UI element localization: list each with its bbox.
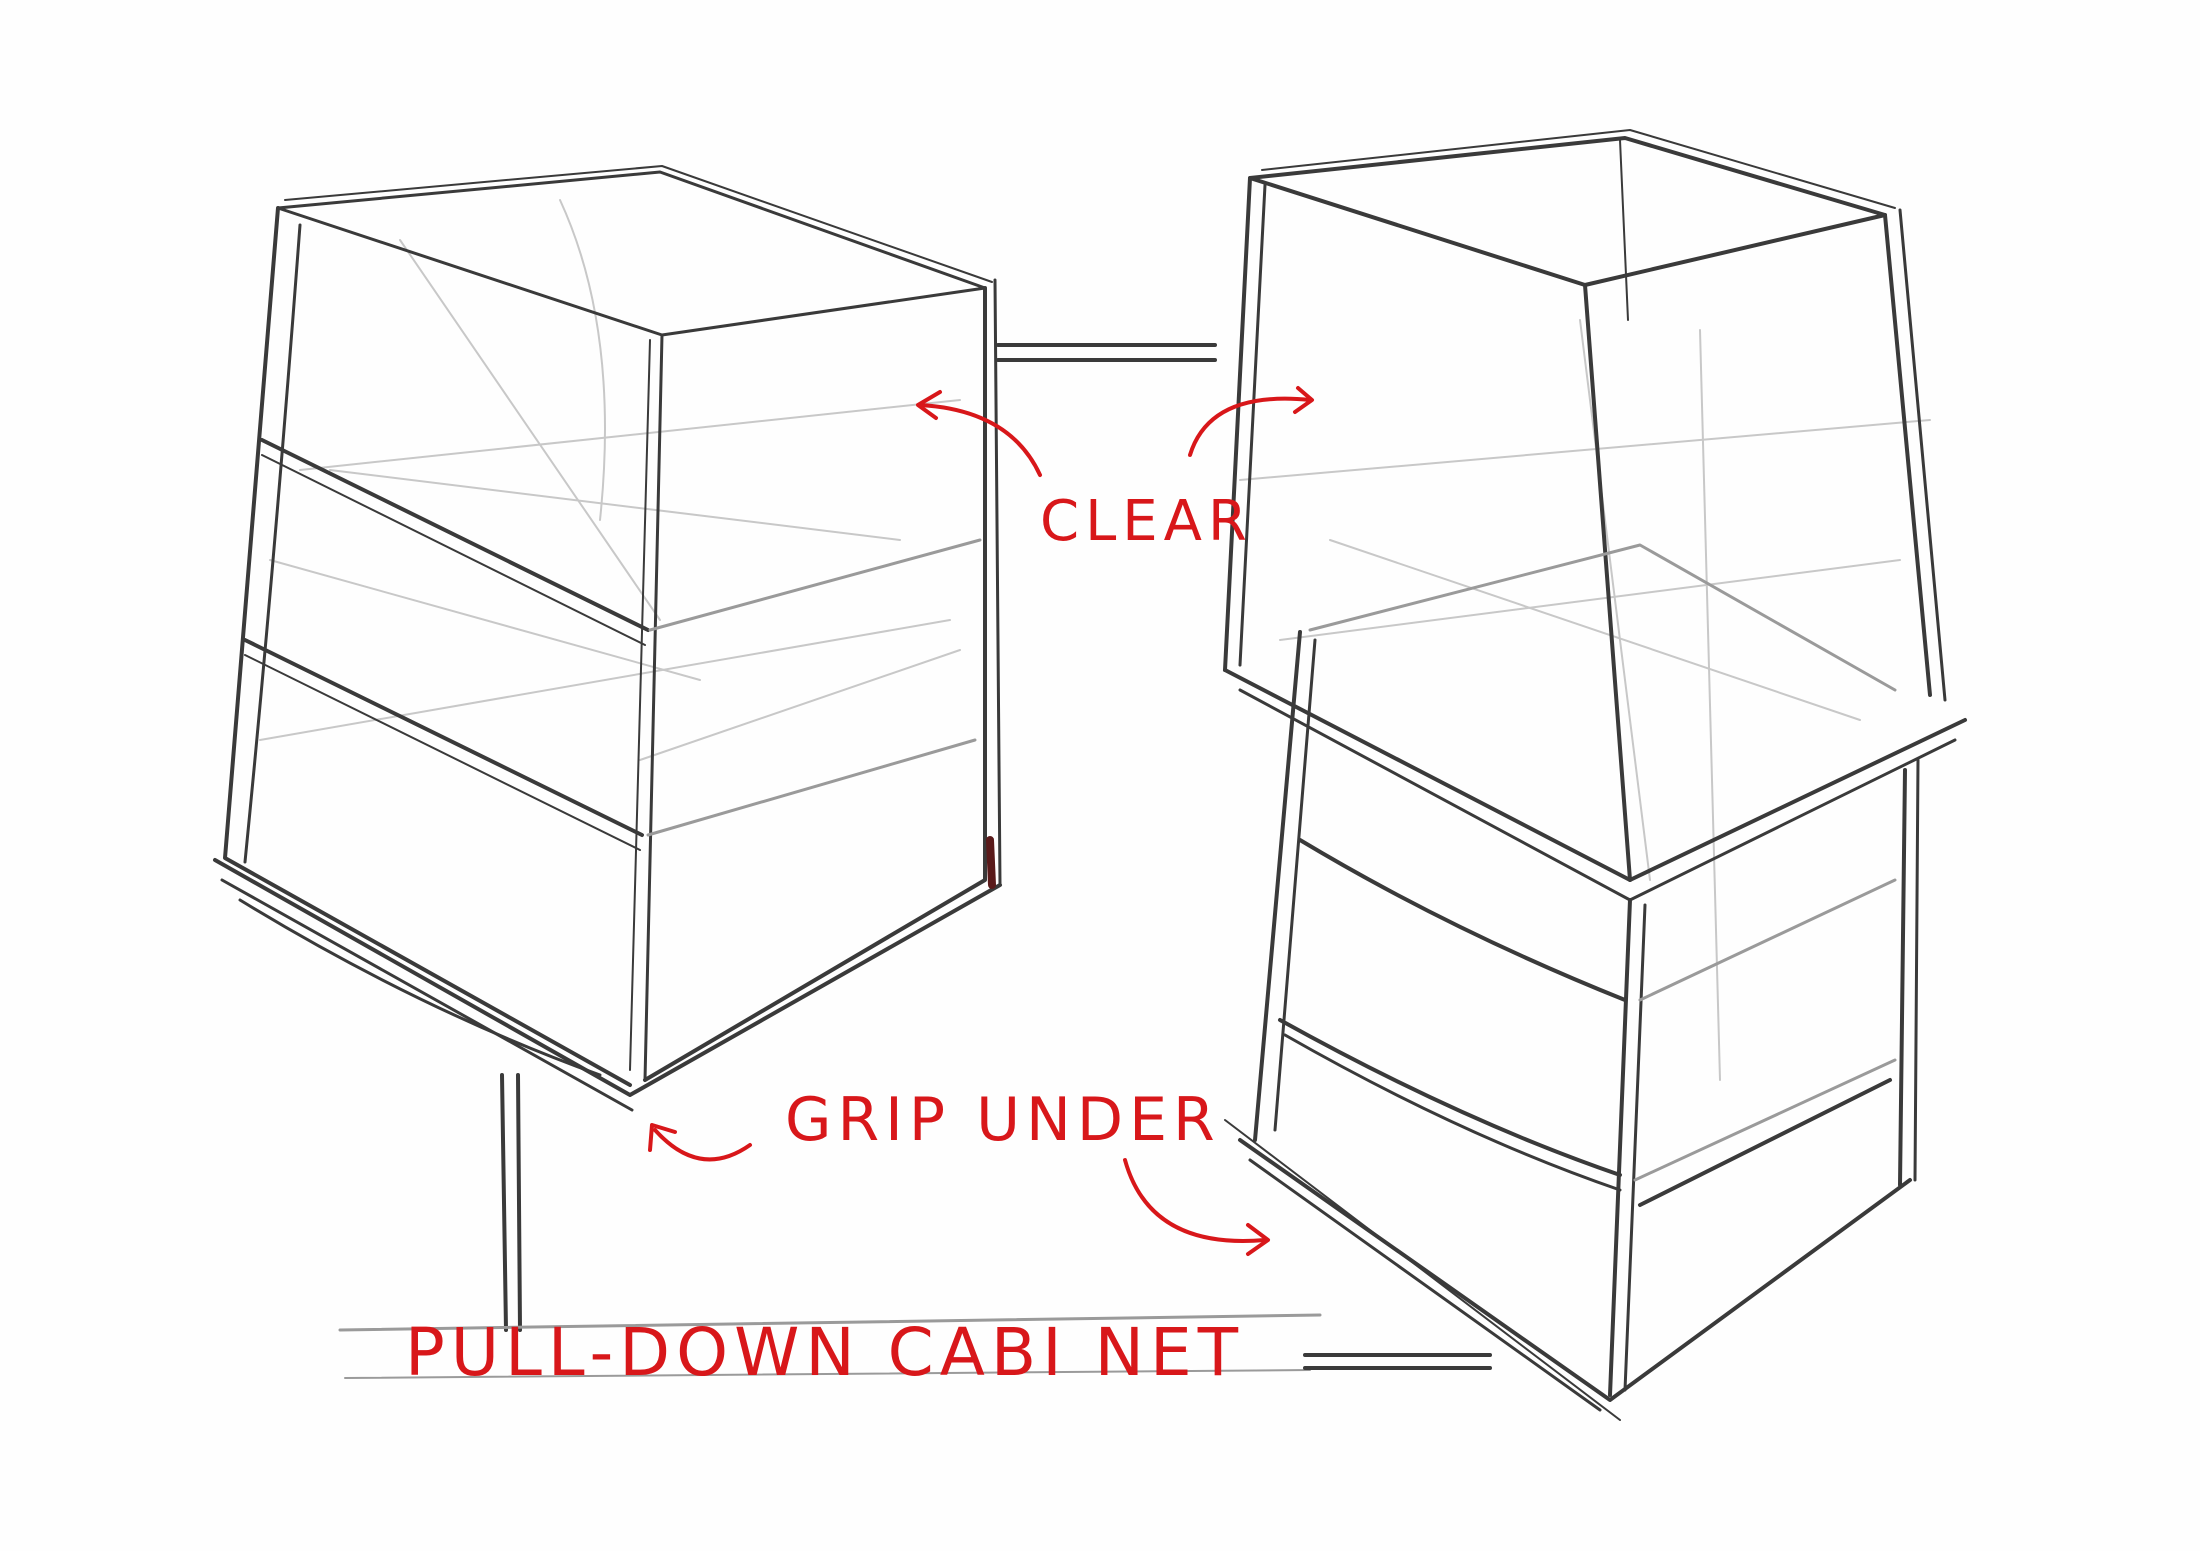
left-cabinet-sketch [213,165,1002,1112]
right-cabinet-sketch [1223,129,1967,1421]
clear-arrowhead-left [916,390,942,420]
clear-label: CLEAR [1040,489,1253,554]
clear-arrow-right [1188,396,1312,457]
grip-arrow-left [653,1128,752,1162]
grip-under-annotation: GRIP UNDER [648,1085,1270,1256]
grip-arrowhead-left [648,1123,677,1152]
grip-arrowhead-right [1246,1223,1270,1256]
sketch-title: PULL-DOWN CABI NET [405,1314,1244,1391]
clear-annotation: CLEAR [916,386,1314,554]
title-annotation: PULL-DOWN CABI NET [405,1314,1244,1391]
clear-arrow-left [918,403,1042,477]
grip-arrow-right [1123,1158,1267,1243]
connector-lines [338,343,1492,1379]
clear-arrowhead-right [1293,386,1314,414]
grip-under-label: GRIP UNDER [785,1085,1221,1155]
